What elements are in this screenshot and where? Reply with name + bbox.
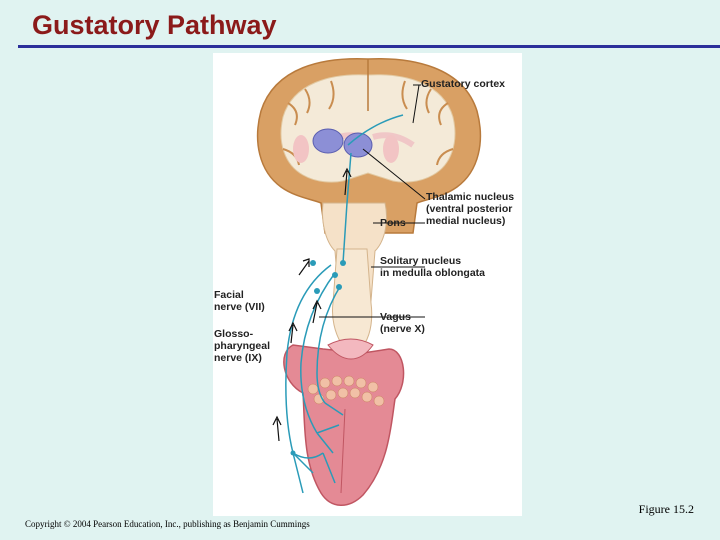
- leader-lines: [319, 84, 426, 318]
- tongue-body: [283, 344, 405, 506]
- label-vagus-nerve: Vagus (nerve X): [380, 311, 425, 335]
- label-thalamic-nucleus: Thalamic nucleus (ventral posterior medi…: [426, 191, 515, 227]
- direction-arrows: [272, 167, 352, 442]
- caudate-left: [293, 135, 309, 163]
- figure-caption: Figure 15.2: [638, 502, 694, 516]
- caudate-right: [383, 135, 399, 163]
- label-glossopharyngeal-nerve: Glosso- pharyngeal nerve (IX): [214, 328, 271, 364]
- vagus-nerve-path: [316, 284, 342, 404]
- title-divider: [18, 45, 720, 48]
- taste-papillae: [307, 375, 385, 407]
- nerve-ganglia: [290, 260, 346, 456]
- ascending-fiber: [342, 152, 352, 264]
- label-facial-nerve: Facial nerve (VII): [214, 289, 265, 313]
- tongue: [283, 338, 405, 506]
- glossopharyngeal-nerve-path: [300, 272, 336, 434]
- thalamus-left: [312, 128, 344, 154]
- nerve-pathways: [285, 114, 404, 494]
- brain-section: [256, 58, 482, 234]
- brainstem: [322, 202, 388, 344]
- tongue-median-sulcus: [340, 408, 346, 494]
- thalamo-cortical-fiber: [347, 114, 404, 146]
- label-gustatory-cortex: Gustatory cortex: [421, 78, 506, 90]
- label-solitary-nucleus: Solitary nucleus in medulla oblongata: [380, 255, 486, 279]
- facial-nerve-path: [285, 264, 332, 459]
- white-matter: [280, 74, 456, 183]
- medulla-shape: [332, 248, 373, 344]
- copyright-notice: Copyright © 2004 Pearson Education, Inc.…: [25, 519, 310, 529]
- slide-title: Gustatory Pathway: [32, 10, 277, 40]
- gustatory-pathway-illustration: [256, 58, 482, 506]
- epiglottis: [327, 338, 374, 360]
- label-pons: Pons: [380, 217, 406, 229]
- tongue-branches: [292, 402, 344, 494]
- figure-panel: Gustatory cortex Thalamic nucleus (ventr…: [213, 53, 522, 516]
